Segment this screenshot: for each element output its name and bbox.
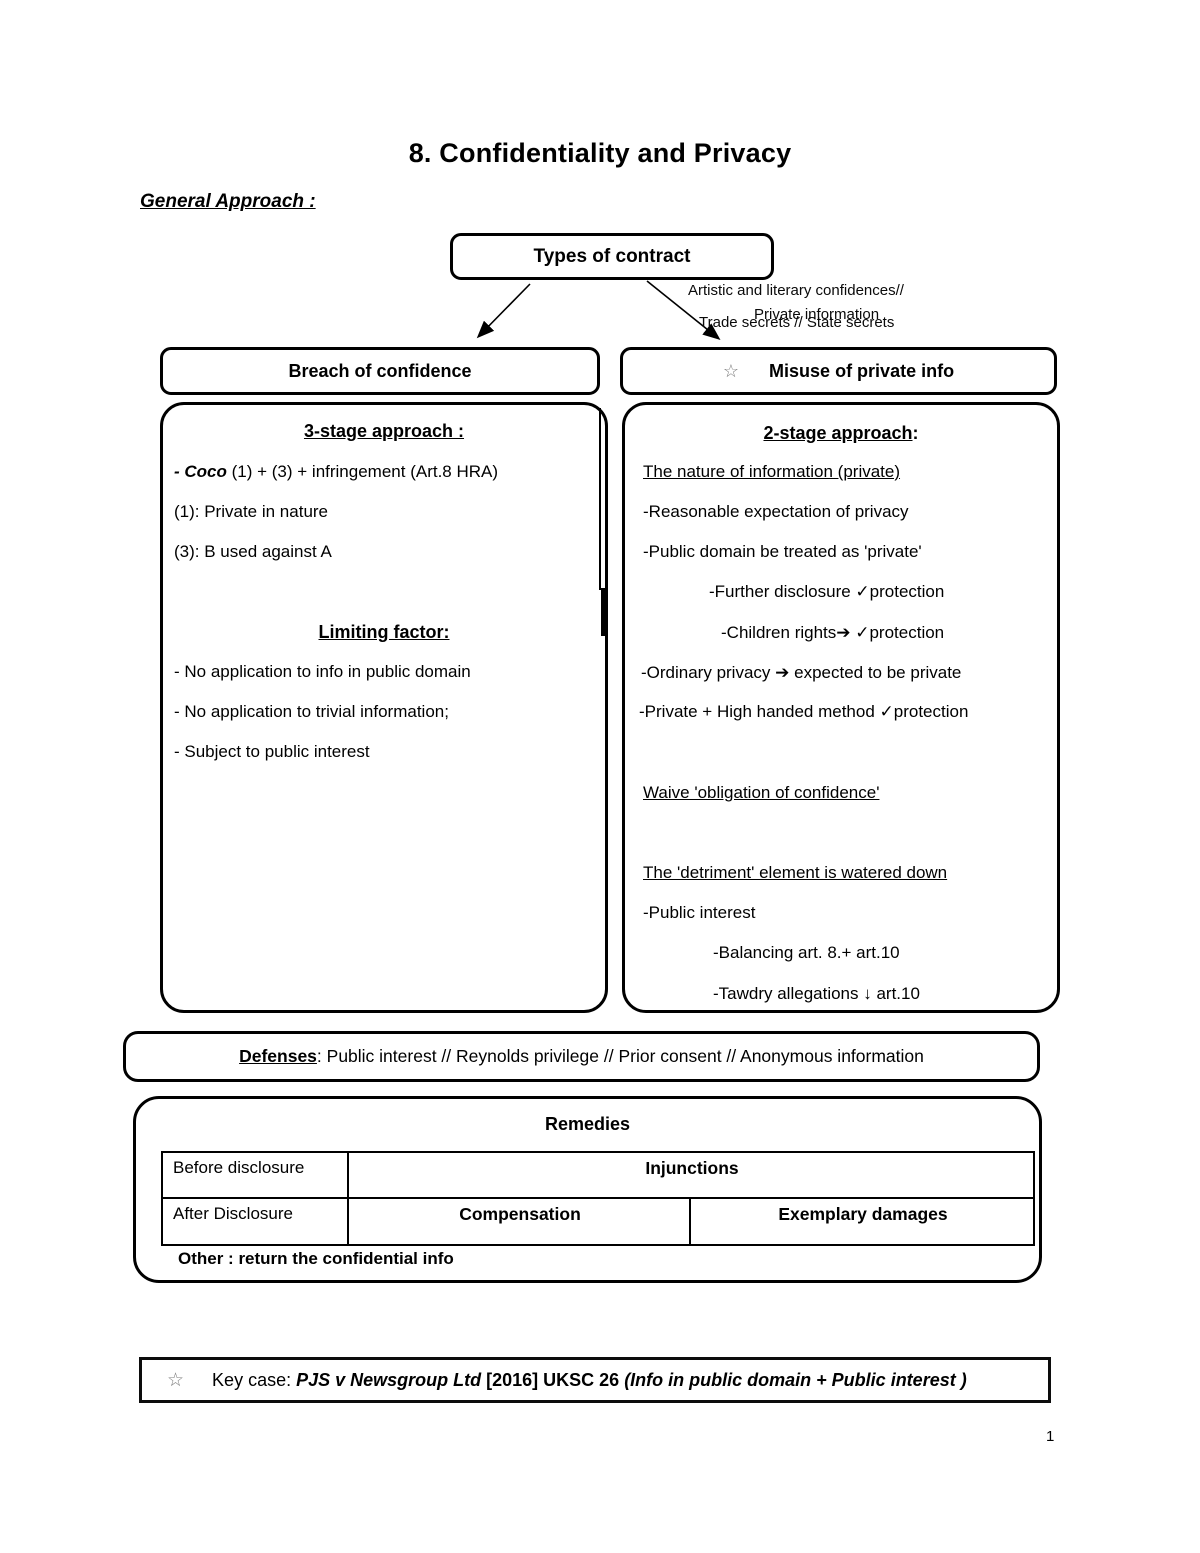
star-icon: ☆ <box>722 360 740 381</box>
stage-3-line: (3): B used against A <box>174 542 332 561</box>
coco-line: - Coco (1) + (3) + infringement (Art.8 H… <box>174 462 498 482</box>
remedies-row-label: After Disclosure <box>163 1199 349 1244</box>
types-of-contract-label: Types of contract <box>533 245 691 267</box>
remedies-other-line: Other : return the confidential info <box>178 1249 454 1268</box>
coco-rest: (1) + (3) + infringement (Art.8 HRA) <box>226 462 499 481</box>
misuse-item-balancing: -Balancing art. 8.+ art.10 <box>713 943 900 962</box>
misuse-item-reasonable: -Reasonable expectation of privacy <box>643 502 909 521</box>
star-icon: ☆ <box>167 1369 185 1391</box>
misuse-of-private-info-node: ☆ Misuse of private info <box>620 347 1057 395</box>
annotation-private-information: Private information <box>754 306 880 323</box>
arrow-to-breach <box>476 283 531 339</box>
key-case-citation: [2016] UKSC 26 <box>486 1369 625 1390</box>
annotation-artistic-confidences: Artistic and literary confidences// <box>688 282 904 299</box>
defenses-text: : Public interest // Reynolds privilege … <box>316 1046 924 1066</box>
key-case-prefix: Key case: <box>212 1369 297 1390</box>
misuse-item-public-domain: -Public domain be treated as 'private' <box>643 542 922 561</box>
limit-item-3: - Subject to public interest <box>174 742 370 761</box>
remedies-row-label: Before disclosure <box>163 1153 349 1199</box>
misuse-item-further-disclosure: -Further disclosure ✓protection <box>709 582 945 601</box>
remedies-cell-compensation: Compensation <box>349 1199 691 1244</box>
two-stage-heading: 2-stage approach: <box>625 423 1057 443</box>
remedies-box: Remedies Before disclosure Injunctions A… <box>133 1096 1042 1283</box>
misuse-item-ordinary-privacy: -Ordinary privacy ➔ expected to be priva… <box>641 663 962 682</box>
misuse-of-private-info-label: Misuse of private info <box>769 360 955 381</box>
defenses-box: Defenses: Public interest // Reynolds pr… <box>123 1031 1040 1082</box>
remedies-table: Before disclosure Injunctions After Disc… <box>161 1151 1035 1246</box>
two-stage-heading-colon: : <box>912 423 919 443</box>
remedies-cell-injunctions: Injunctions <box>349 1153 1033 1199</box>
misuse-item-high-handed: -Private + High handed method ✓protectio… <box>639 702 969 721</box>
page-title: 8. Confidentiality and Privacy <box>408 138 792 168</box>
page-number: 1 <box>1046 1428 1055 1445</box>
defenses-line: Defenses: Public interest // Reynolds pr… <box>239 1046 924 1067</box>
key-case-line: Key case: PJS v Newsgroup Ltd [2016] UKS… <box>212 1370 967 1391</box>
key-case-box: ☆ Key case: PJS v Newsgroup Ltd [2016] U… <box>139 1357 1051 1403</box>
section-heading: General Approach : <box>140 191 316 212</box>
annotation-trade-secrets: Trade secrets // State secrets <box>699 314 895 331</box>
remedies-cell-exemplary-damages: Exemplary damages <box>778 1204 948 1224</box>
misuse-detail-box: 2-stage approach: The nature of informat… <box>622 402 1060 1013</box>
three-stage-heading: 3-stage approach : <box>303 421 465 441</box>
limiting-factor-heading: Limiting factor: <box>318 622 450 642</box>
types-of-contract-node: Types of contract <box>450 233 774 280</box>
stray-stroke-thick <box>601 588 607 636</box>
misuse-item-children-rights: -Children rights➔ ✓protection <box>721 623 945 642</box>
misuse-item-tawdry: -Tawdry allegations ↓ art.10 <box>713 984 920 1003</box>
coco-case: - Coco <box>174 462 227 481</box>
stage-1-line: (1): Private in nature <box>174 502 329 521</box>
waive-heading: Waive 'obligation of confidence' <box>643 783 880 802</box>
remedies-title: Remedies <box>544 1114 631 1134</box>
key-case-note: (Info in public domain + Public interest… <box>624 1369 967 1390</box>
breach-of-confidence-node: Breach of confidence <box>160 347 600 395</box>
breach-detail-box: 3-stage approach : - Coco (1) + (3) + in… <box>160 402 608 1013</box>
misuse-item-public-interest: -Public interest <box>643 903 756 922</box>
detriment-heading: The 'detriment' element is watered down <box>643 863 948 882</box>
key-case-name: PJS v Newsgroup Ltd <box>296 1369 487 1390</box>
defenses-label: Defenses <box>239 1046 317 1066</box>
breach-of-confidence-label: Breach of confidence <box>288 360 472 381</box>
stray-stroke-thin <box>599 408 601 590</box>
limit-item-1: - No application to info in public domai… <box>174 662 471 681</box>
limit-item-2: - No application to trivial information; <box>174 702 449 721</box>
two-stage-heading-text: 2-stage approach <box>763 423 913 443</box>
nature-of-information-heading: The nature of information (private) <box>643 462 901 481</box>
